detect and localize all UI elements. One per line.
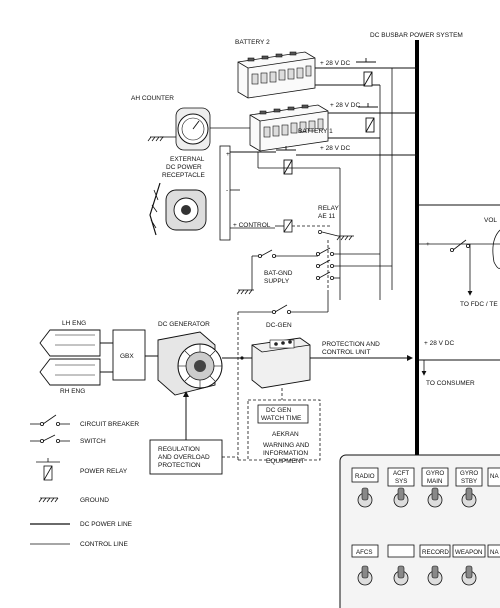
minus-terminal: - (226, 187, 228, 194)
switch-icon (30, 434, 70, 443)
watch-label-2: WATCH TIME (261, 415, 302, 422)
ah-counter-label: AH COUNTER (131, 95, 174, 102)
to-consumer-label: TO CONSUMER (426, 380, 475, 387)
panel-acft-sys-switch[interactable]: ACFT SYS (387, 467, 415, 508)
panel-na2-switch[interactable]: NA (487, 544, 500, 558)
rh-eng-label: RH ENG (60, 388, 85, 395)
dc-generator: DC GENERATOR (157, 321, 252, 440)
reg-label-2: AND OVERLOAD (158, 454, 210, 461)
panel-stby-label: STBY (461, 478, 477, 485)
circuit-breaker-icon (30, 414, 70, 426)
panel-afcs-label: AFCS (356, 549, 373, 556)
legend-ground-label: GROUND (80, 497, 109, 504)
power-relay-external (276, 146, 296, 175)
legend-cb-label: CIRCUIT BREAKER (80, 421, 139, 428)
gbx-label: GBX (120, 353, 134, 360)
batgnd-label-2: SUPPLY (264, 278, 290, 285)
panel-afcs-switch[interactable]: AFCS (351, 544, 379, 586)
panel-sys-label: SYS (395, 478, 407, 485)
panel-gyro-main-switch[interactable]: GYRO MAIN (421, 467, 449, 508)
bat-gnd-supply: BAT-GND SUPPLY (236, 249, 318, 295)
battery-2: BATTERY 2 (235, 39, 316, 99)
reg-label-3: PROTECTION (158, 462, 201, 469)
consumer-side: + 28 V DC TO CONSUMER TO FDC / TE VOL + (419, 204, 500, 387)
panel-gyro2-label: GYRO (460, 470, 478, 477)
plus-sign: + (426, 241, 430, 248)
reg-label-1: REGULATION (158, 446, 200, 453)
panel-na-label: NA (490, 473, 499, 480)
power-relay-battery2 (356, 58, 376, 87)
v28-label-d: + 28 V DC (424, 340, 454, 347)
legend-relay-label: POWER RELAY (80, 468, 128, 475)
battery-1: BATTERY 1 (249, 104, 333, 152)
legend-switch-label: SWITCH (80, 438, 106, 445)
legend-dcline-label: DC POWER LINE (80, 521, 133, 528)
ext-label-2: DC POWER (166, 164, 202, 171)
relay-ae11: RELAY AE 11 (275, 205, 392, 290)
lh-eng-label: LH ENG (62, 320, 86, 327)
ground-icon (336, 235, 354, 241)
busbar-label: DC BUSBAR POWER SYSTEM (370, 32, 463, 39)
battery2-label: BATTERY 2 (235, 39, 270, 46)
dc-gen-label: DC-GEN (266, 322, 292, 329)
panel-na2-label: NA (490, 549, 499, 556)
external-dc-receptacle: EXTERNAL DC POWER RECEPTACLE + - + CONTR… (149, 145, 417, 300)
warn-label-2: INFORMATION (263, 450, 308, 457)
control-label: + CONTROL (233, 222, 271, 229)
ground-icon (147, 136, 164, 142)
power-relay-icon (36, 458, 60, 481)
circuit-breaker-icon (449, 239, 470, 252)
plus-terminal: + (226, 151, 230, 158)
pcu-label-2: CONTROL UNIT (322, 349, 371, 356)
panel-main-label: MAIN (427, 478, 442, 485)
to-fdc-label: TO FDC / TE (460, 301, 498, 308)
panel-gyro-label: GYRO (426, 470, 444, 477)
ground-icon (38, 497, 59, 503)
aekran-label: AEKRAN (272, 431, 299, 438)
dc-gen-switch (237, 290, 329, 460)
dc-generator-label: DC GENERATOR (158, 321, 210, 328)
switch-panel: RADIO ACFT SYS GYRO MAIN GYRO STBY (339, 454, 500, 608)
engines-gearbox: LH ENG RH ENG GBX (39, 320, 158, 395)
vol-label: VOL (484, 217, 497, 224)
ah-counter: AH COUNTER (131, 95, 250, 151)
panel-record-switch[interactable]: RECORD (419, 544, 451, 586)
pcu-label-1: PROTECTION AND (322, 341, 380, 348)
legend-ctrl-label: CONTROL LINE (80, 541, 128, 548)
batgnd-label-1: BAT-GND (264, 270, 293, 277)
watch-label-1: DC GEN (266, 407, 292, 414)
ext-label-1: EXTERNAL (170, 156, 205, 163)
panel-blank-switch[interactable] (387, 544, 415, 586)
aekran-panel: DC GEN WATCH TIME AEKRAN WARNING AND INF… (238, 399, 321, 465)
v28-label-c: + 28 V DC (320, 145, 350, 152)
ext-label-3: RECEPTACLE (162, 172, 206, 179)
panel-na-switch[interactable]: NA (487, 467, 500, 487)
warn-label-3: EQUIPMENT (266, 458, 305, 465)
panel-radio-switch[interactable]: RADIO (351, 467, 379, 508)
ground-icon (236, 289, 254, 295)
panel-record-label: RECORD (422, 549, 449, 556)
power-relay-battery1 (358, 103, 378, 133)
regulation-box: REGULATION AND OVERLOAD PROTECTION (149, 439, 238, 475)
legend: CIRCUIT BREAKER SWITCH POWER RELAY GROUN… (30, 414, 139, 548)
panel-acft-label: ACFT (393, 470, 409, 477)
panel-weapon-label: WEAPON (455, 549, 483, 556)
relay-label-2: AE 11 (318, 213, 336, 220)
protection-control-unit: PROTECTION AND CONTROL UNIT (238, 337, 413, 400)
panel-radio-label: RADIO (355, 473, 375, 480)
panel-gyro-stby-switch[interactable]: GYRO STBY (455, 467, 483, 508)
panel-weapon-switch[interactable]: WEAPON (452, 544, 486, 586)
battery1-label: BATTERY 1 (298, 128, 333, 135)
v28-label-a: + 28 V DC (320, 60, 350, 67)
warn-label-1: WARNING AND (263, 442, 310, 449)
v28-label-b: + 28 V DC (330, 102, 360, 109)
relay-label-1: RELAY (318, 205, 339, 212)
